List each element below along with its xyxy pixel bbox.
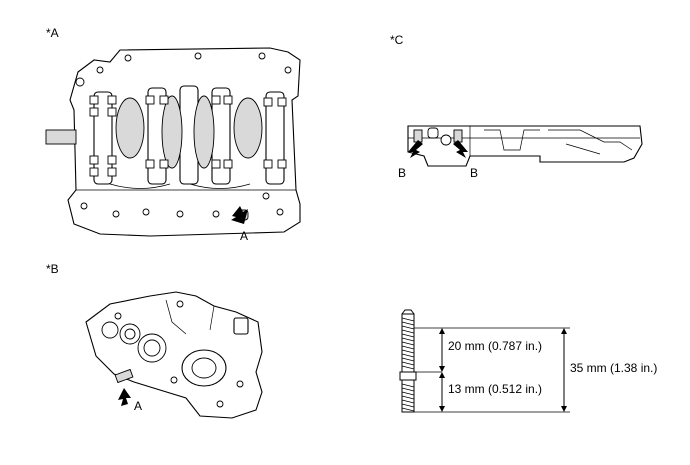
pointer-arrow-icon xyxy=(408,140,423,158)
pointer-arrow-icon xyxy=(118,388,131,406)
pointer-arrow-icon xyxy=(231,206,248,224)
callout-c-right: B xyxy=(453,140,478,180)
panel-a: *A xyxy=(45,26,301,243)
crankshaft-rear-end xyxy=(45,129,77,145)
panel-b-tag: *B xyxy=(46,262,59,276)
stud-bolt-dimension-view: 20 mm (0.787 in.) 13 mm (0.512 in.) 35 m… xyxy=(399,309,657,413)
dimension-upper: 20 mm (0.787 in.) xyxy=(439,328,542,372)
timing-cover-side-view xyxy=(85,291,263,419)
dimension-lower: 13 mm (0.512 in.) xyxy=(439,372,542,412)
block-side-profile xyxy=(407,125,643,167)
callout-c-right-label: B xyxy=(470,166,478,180)
dimension-total: 35 mm (1.38 in.) xyxy=(561,328,657,412)
dimension-lower-label: 13 mm (0.512 in.) xyxy=(448,382,542,396)
pointer-arrow-icon xyxy=(453,140,468,158)
callout-b-stud: A xyxy=(118,388,142,413)
callout-a-label: A xyxy=(240,229,248,243)
stud-target xyxy=(114,368,134,384)
callout-b-label: A xyxy=(134,399,142,413)
callout-a-plug: A xyxy=(231,206,249,243)
bearing-cap-bolts xyxy=(89,95,287,177)
stud-bolt xyxy=(399,309,417,413)
dimension-total-label: 35 mm (1.38 in.) xyxy=(570,361,657,375)
callout-c-left-label: B xyxy=(398,166,406,180)
panel-a-tag: *A xyxy=(46,26,59,40)
bearing-cap-1 xyxy=(93,91,113,185)
panel-c-tag: *C xyxy=(390,33,404,47)
dimension-upper-label: 20 mm (0.787 in.) xyxy=(448,339,542,353)
callout-c-left: B xyxy=(398,140,423,180)
panel-b: *B A xyxy=(46,262,263,419)
panel-c: *C B B xyxy=(390,33,643,180)
cylinder-block-bottom-view xyxy=(45,47,301,237)
